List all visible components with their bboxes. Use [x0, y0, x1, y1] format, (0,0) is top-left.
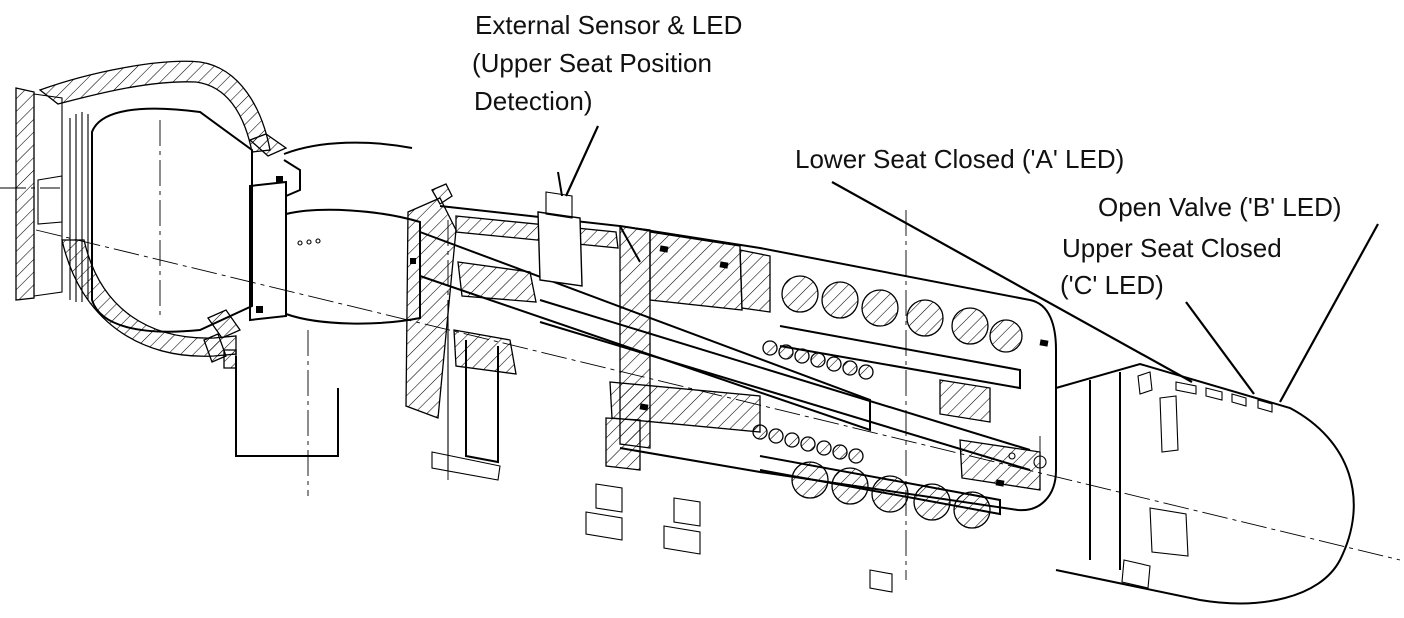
callout-external-sensor-line-1: External Sensor & LED [475, 10, 742, 40]
callout-upper-seat: Upper Seat Closed ('C' LED) [1060, 233, 1282, 395]
svg-text:Upper Seat Closed: Upper Seat Closed [1062, 233, 1282, 263]
svg-text:External Sensor & LED: External Sensor & LED [475, 10, 742, 40]
center-lines [0, 120, 1401, 580]
svg-text:Open Valve ('B' LED): Open Valve ('B' LED) [1098, 192, 1342, 222]
leader-line [1279, 223, 1379, 403]
callout-lower-seat: Lower Seat Closed ('A' LED) [795, 144, 1193, 383]
callout-upper-seat-line-2: ('C' LED) [1060, 270, 1164, 300]
callout-upper-seat-line-1: Upper Seat Closed [1062, 233, 1282, 263]
svg-text:Detection): Detection) [474, 86, 593, 116]
actuator-cylinder [256, 176, 1057, 593]
svg-text:Lower Seat Closed ('A' LED): Lower Seat Closed ('A' LED) [795, 144, 1124, 174]
leader-line [564, 125, 600, 197]
svg-text:('C' LED): ('C' LED) [1060, 270, 1164, 300]
callout-external-sensor-line-2: (Upper Seat Position [472, 48, 712, 78]
valve-body [15, 60, 413, 457]
callout-external-sensor-line-3: Detection) [474, 86, 593, 116]
leader-line [831, 181, 1193, 383]
leader-line [1185, 301, 1255, 395]
callout-open-valve-line-1: Open Valve ('B' LED) [1098, 192, 1342, 222]
bonnet [405, 171, 641, 481]
callout-external-sensor: External Sensor & LED (Upper Seat Positi… [472, 10, 742, 197]
callout-lower-seat-line-1: Lower Seat Closed ('A' LED) [795, 144, 1124, 174]
callout-open-valve: Open Valve ('B' LED) [1098, 192, 1379, 403]
svg-text:(Upper Seat Position: (Upper Seat Position [472, 48, 712, 78]
control-head [1008, 362, 1355, 605]
